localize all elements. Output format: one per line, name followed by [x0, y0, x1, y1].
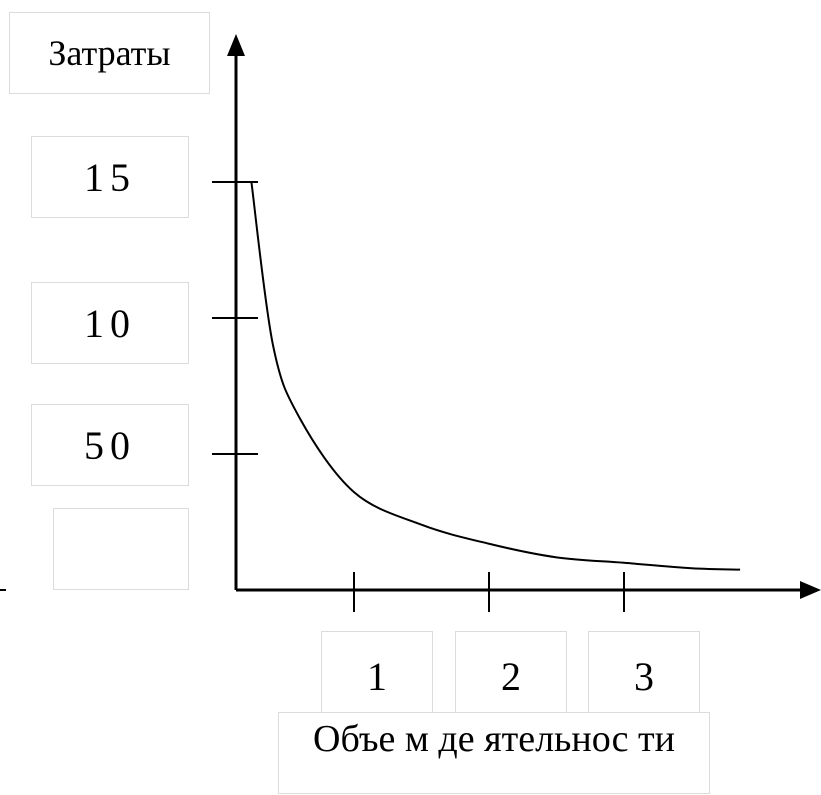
- x-tick-label: 3: [634, 653, 654, 699]
- y-tick-label-box: 50: [31, 404, 189, 486]
- y-tick-label: 15: [84, 154, 136, 200]
- y-tick-label-box: [53, 508, 189, 590]
- y-tick-label-box: 15: [31, 136, 189, 218]
- y-tick-label-box: 10: [31, 282, 189, 364]
- y-tick-label: 50: [84, 422, 136, 468]
- y-axis-arrow: [227, 34, 245, 56]
- y-tick-label: 10: [84, 300, 136, 346]
- x-tick-label-box: 2: [455, 631, 567, 721]
- x-tick-label-box: 3: [588, 631, 700, 721]
- x-tick-label: 2: [501, 653, 521, 699]
- x-axis-title-box: Объе м де ятельнос ти: [278, 712, 710, 794]
- x-tick-label: 1: [367, 653, 387, 699]
- series-line: [250, 181, 741, 571]
- x-axis-arrow: [800, 581, 821, 599]
- y-axis-title-box: Затраты: [9, 12, 210, 94]
- x-tick-label-box: 1: [321, 631, 433, 721]
- y-axis-title: Затраты: [48, 33, 171, 73]
- x-axis-title: Объе м де ятельнос ти: [313, 718, 675, 760]
